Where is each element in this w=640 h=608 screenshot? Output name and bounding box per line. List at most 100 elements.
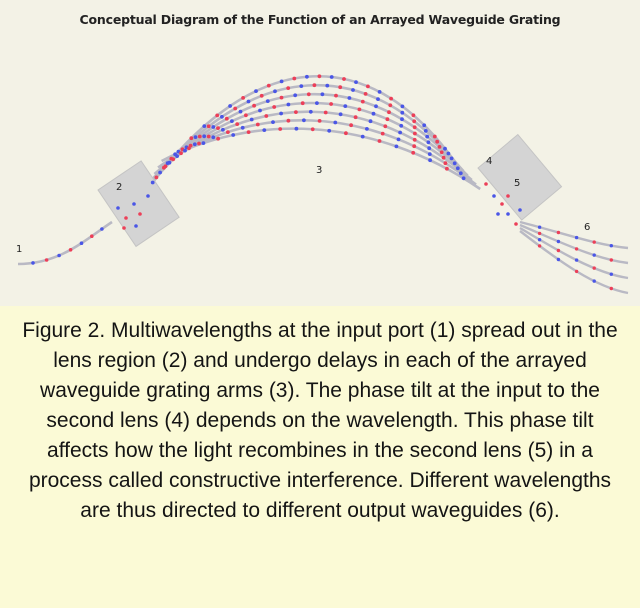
- wavelength-dot: [360, 99, 365, 104]
- caption-panel: Figure 2. Multiwavelengths at the input …: [0, 306, 640, 608]
- lens-region-2: [97, 160, 180, 248]
- lens-region-5: [477, 133, 563, 221]
- wavelength-dot: [422, 123, 427, 128]
- wavelength-dot: [443, 146, 447, 151]
- wavelength-dot: [193, 135, 198, 140]
- wavelength-dot: [446, 151, 451, 156]
- wavelength-dot: [240, 125, 245, 130]
- lens-dot: [122, 226, 126, 230]
- wavelength-dot: [556, 239, 561, 244]
- wavelength-dot: [31, 261, 35, 265]
- wavelength-dot: [279, 79, 284, 84]
- wavelength-dot: [273, 89, 277, 94]
- wavelength-dot: [574, 258, 579, 262]
- wavelength-dot: [461, 176, 466, 181]
- wavelength-dot: [357, 107, 362, 112]
- wavelength-dot: [452, 161, 457, 166]
- wavelength-dot: [426, 140, 431, 145]
- wavelength-dot: [347, 96, 352, 100]
- wavelength-dot: [556, 248, 561, 253]
- wavelength-dot: [439, 150, 444, 155]
- callout-label-2: 2: [116, 182, 122, 193]
- wavelength-dot: [308, 109, 313, 114]
- wavelength-dot: [400, 104, 405, 109]
- wavelength-dot: [342, 77, 346, 81]
- wavelength-dot: [376, 97, 380, 101]
- wavelength-markers: [31, 74, 613, 291]
- figure-caption: Figure 2. Multiwavelengths at the input …: [22, 319, 618, 522]
- wavelength-dot: [150, 180, 155, 185]
- wavelength-dot: [231, 133, 236, 137]
- wavelength-dot: [360, 134, 365, 139]
- wavelength-dot: [387, 110, 391, 115]
- wavelength-dot: [294, 110, 298, 114]
- lens-dot: [146, 194, 150, 198]
- wavelength-dot: [278, 127, 283, 131]
- wavelength-dot: [592, 253, 596, 257]
- wavelength-dot: [351, 88, 355, 92]
- wavelength-dot: [609, 244, 613, 248]
- wavelength-dot: [279, 111, 283, 116]
- wavelength-dot: [187, 146, 191, 151]
- wavelength-dot: [238, 109, 243, 114]
- wavelength-dot: [398, 130, 402, 135]
- wavelength-dot: [286, 86, 291, 90]
- lens-dot: [138, 212, 142, 216]
- wavelength-dot: [241, 96, 246, 100]
- wavelength-dot: [427, 146, 432, 151]
- wavelength-dot: [432, 134, 437, 139]
- wavelength-dot: [228, 104, 233, 108]
- wavelength-dot: [325, 83, 330, 88]
- wavelength-dot: [44, 258, 49, 262]
- wavelength-dot: [343, 104, 348, 108]
- wavelength-dot: [368, 119, 373, 124]
- wavelength-dot: [449, 156, 454, 161]
- wavelength-dot: [211, 135, 216, 140]
- wavelength-dot: [315, 101, 319, 105]
- lens-dot: [134, 224, 138, 228]
- wavelength-dot: [383, 124, 388, 129]
- wavelength-dot: [265, 99, 270, 103]
- lens-dot: [132, 202, 136, 206]
- wavelength-dot: [254, 89, 258, 93]
- wavelength-dot: [292, 76, 297, 81]
- wavelength-dot: [323, 110, 328, 115]
- wavelength-dot: [377, 90, 382, 94]
- wavelength-dot: [299, 84, 304, 88]
- lens-dot: [500, 202, 504, 206]
- wavelength-dot: [264, 114, 269, 118]
- wavelength-dot: [353, 115, 358, 120]
- callout-label-5: 5: [514, 178, 520, 189]
- wavelength-dot: [412, 119, 417, 124]
- wavelength-dot: [329, 102, 333, 106]
- callout-label-4: 4: [486, 156, 492, 167]
- wavelength-dot: [246, 130, 251, 135]
- wavelength-dot: [286, 118, 291, 123]
- wavelength-dot: [189, 136, 194, 141]
- wavelength-dot: [443, 161, 448, 166]
- wavelength-dot: [592, 266, 596, 270]
- wavelength-dot: [252, 103, 256, 108]
- wavelength-dot: [556, 257, 561, 262]
- wavelength-dot: [202, 124, 207, 128]
- wavelength-dot: [399, 123, 404, 128]
- wavelength-dot: [412, 137, 417, 142]
- wavelength-dot: [427, 152, 432, 157]
- wavelength-dot: [411, 113, 416, 118]
- wavelength-dot: [329, 75, 334, 79]
- wavelength-dot: [428, 158, 432, 163]
- grating-arm: [153, 110, 473, 181]
- wavelength-dot: [279, 95, 284, 100]
- wavelength-dot: [294, 126, 299, 131]
- diagram-title: Conceptual Diagram of the Function of an…: [79, 12, 561, 27]
- wavelength-dot: [377, 139, 382, 143]
- wavelength-dot: [202, 134, 207, 139]
- wavelength-dot: [226, 130, 230, 135]
- wavelength-dot: [400, 117, 404, 122]
- wavelength-dot: [396, 137, 401, 142]
- wavelength-dot: [374, 104, 378, 109]
- wavelength-dot: [365, 126, 369, 131]
- grating-arm: [142, 83, 461, 195]
- wavelength-dot: [574, 269, 579, 274]
